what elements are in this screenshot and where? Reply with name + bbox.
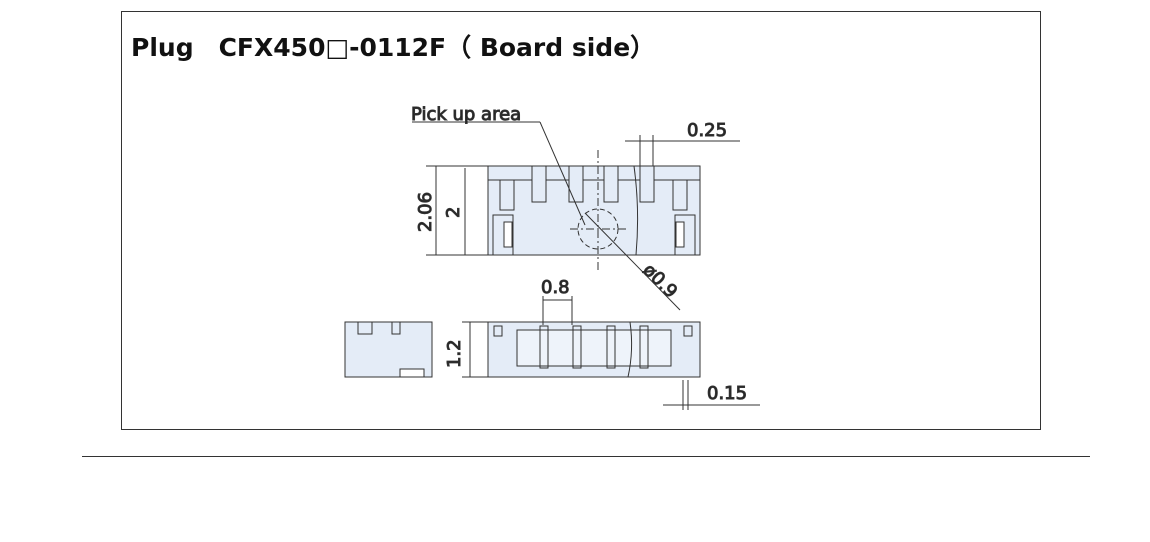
front-view xyxy=(462,296,760,410)
drawing-frame xyxy=(121,11,1041,430)
dim-1-2: 1.2 xyxy=(444,339,465,368)
side-view xyxy=(344,321,433,378)
dim-0-25: 0.25 xyxy=(687,120,727,141)
pickup-label: Pick up area xyxy=(411,104,521,125)
dim-diameter-0-9: ø0.9 xyxy=(638,260,681,303)
divider xyxy=(82,456,1090,457)
dim-2-06: 2.06 xyxy=(415,192,436,232)
dim-2: 2 xyxy=(443,207,464,218)
dim-0-8: 0.8 xyxy=(541,277,570,298)
dim-0-15: 0.15 xyxy=(707,383,747,404)
top-view xyxy=(412,121,740,311)
drawing-title: Plug CFX450□-0112F（ Board side） xyxy=(131,33,656,62)
